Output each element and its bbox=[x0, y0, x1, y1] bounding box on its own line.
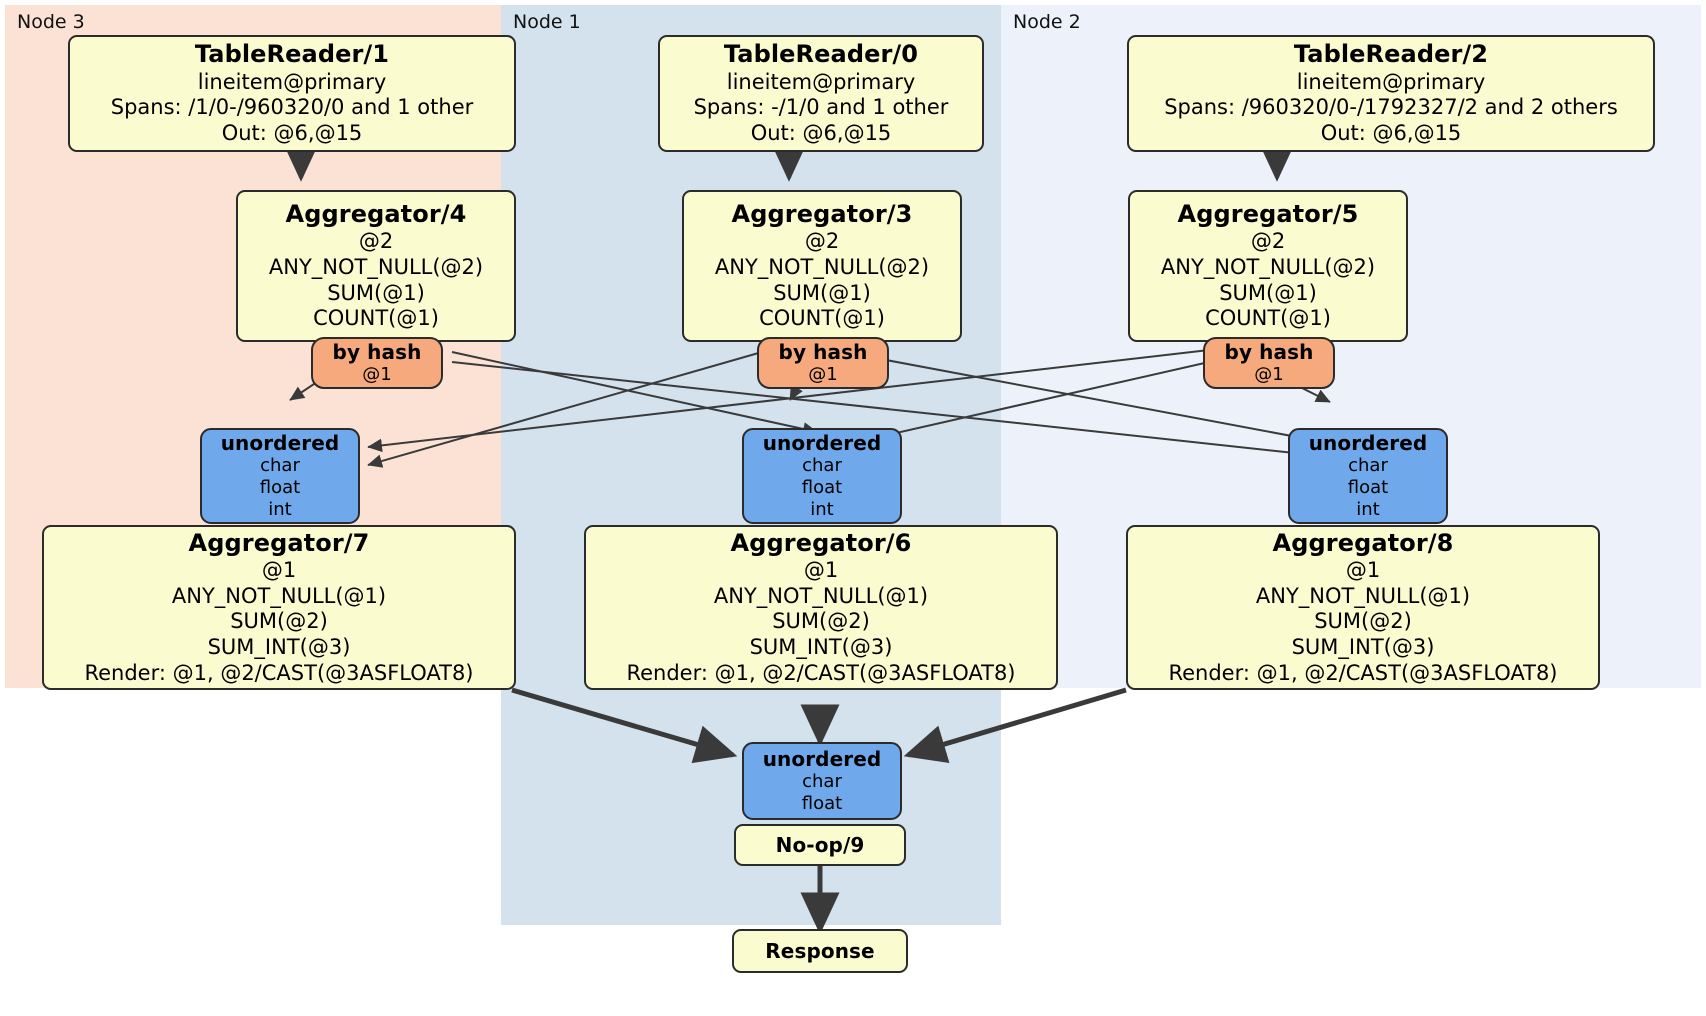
table-reader-1-line-1: Spans: /1/0-/960320/0 and 1 other bbox=[110, 95, 474, 120]
aggregator-7-line-1: ANY_NOT_NULL(@1) bbox=[171, 583, 387, 608]
aggregator-4-title: Aggregator/4 bbox=[285, 200, 467, 229]
router-by-hash-node-2-line-0: @1 bbox=[1254, 364, 1284, 386]
synchronizer-unordered-node-1-line-1: float bbox=[801, 477, 843, 499]
table-reader-0-line-1: Spans: -/1/0 and 1 other bbox=[693, 95, 949, 120]
table-reader-1-title: TableReader/1 bbox=[194, 40, 390, 69]
aggregator-7-line-0: @1 bbox=[261, 558, 297, 583]
aggregator-4-line-3: COUNT(@1) bbox=[313, 306, 439, 331]
table-reader-1-line-0: lineitem@primary bbox=[197, 69, 387, 94]
aggregator-3-title: Aggregator/3 bbox=[731, 200, 913, 229]
synchronizer-unordered-node-2[interactable]: unordered char float int bbox=[1288, 428, 1448, 524]
table-reader-0-line-2: Out: @6,@15 bbox=[750, 120, 892, 145]
node-2-label: Node 2 bbox=[1013, 11, 1081, 33]
aggregator-6-line-2: SUM(@2) bbox=[772, 609, 870, 634]
aggregator-6-line-3: SUM_INT(@3) bbox=[749, 634, 893, 659]
noop-9-title: No-op/9 bbox=[775, 832, 865, 857]
synchronizer-unordered-node-2-line-1: float bbox=[1347, 477, 1389, 499]
aggregator-6-title: Aggregator/6 bbox=[730, 528, 912, 557]
aggregator-7-line-3: SUM_INT(@3) bbox=[207, 634, 351, 659]
router-by-hash-node-3[interactable]: by hash @1 bbox=[311, 337, 443, 389]
final-synchronizer-title: unordered bbox=[762, 746, 882, 771]
aggregator-5-line-1: ANY_NOT_NULL(@2) bbox=[1160, 255, 1376, 280]
aggregator-7-box[interactable]: Aggregator/7 @1 ANY_NOT_NULL(@1) SUM(@2)… bbox=[42, 525, 516, 690]
aggregator-8-line-0: @1 bbox=[1345, 558, 1381, 583]
router-by-hash-node-3-title: by hash bbox=[332, 339, 422, 364]
router-by-hash-node-1[interactable]: by hash @1 bbox=[757, 337, 889, 389]
aggregator-4-line-2: SUM(@1) bbox=[327, 280, 425, 305]
noop-9-box[interactable]: No-op/9 bbox=[734, 824, 906, 866]
final-synchronizer-unordered[interactable]: unordered char float bbox=[742, 742, 902, 820]
router-by-hash-node-2-title: by hash bbox=[1224, 339, 1314, 364]
aggregator-4-box[interactable]: Aggregator/4 @2 ANY_NOT_NULL(@2) SUM(@1)… bbox=[236, 190, 516, 342]
aggregator-5-box[interactable]: Aggregator/5 @2 ANY_NOT_NULL(@2) SUM(@1)… bbox=[1128, 190, 1408, 342]
aggregator-6-line-1: ANY_NOT_NULL(@1) bbox=[713, 583, 929, 608]
table-reader-0-box[interactable]: TableReader/0 lineitem@primary Spans: -/… bbox=[658, 35, 984, 152]
aggregator-8-line-4: Render: @1, @2/CAST(@3ASFLOAT8) bbox=[1168, 660, 1558, 685]
synchronizer-unordered-node-3-line-2: int bbox=[268, 499, 292, 521]
aggregator-3-line-0: @2 bbox=[804, 229, 840, 254]
synchronizer-unordered-node-1-line-0: char bbox=[802, 455, 842, 477]
aggregator-3-line-2: SUM(@1) bbox=[773, 280, 871, 305]
table-reader-1-line-2: Out: @6,@15 bbox=[221, 120, 363, 145]
synchronizer-unordered-node-1[interactable]: unordered char float int bbox=[742, 428, 902, 524]
aggregator-3-box[interactable]: Aggregator/3 @2 ANY_NOT_NULL(@2) SUM(@1)… bbox=[682, 190, 962, 342]
aggregator-7-line-4: Render: @1, @2/CAST(@3ASFLOAT8) bbox=[84, 660, 474, 685]
node-1-label: Node 1 bbox=[513, 11, 581, 33]
synchronizer-unordered-node-2-line-2: int bbox=[1356, 499, 1380, 521]
router-by-hash-node-2[interactable]: by hash @1 bbox=[1203, 337, 1335, 389]
synchronizer-unordered-node-1-title: unordered bbox=[762, 430, 882, 455]
aggregator-8-line-2: SUM(@2) bbox=[1314, 609, 1412, 634]
aggregator-5-line-0: @2 bbox=[1250, 229, 1286, 254]
synchronizer-unordered-node-3-line-0: char bbox=[260, 455, 300, 477]
aggregator-5-title: Aggregator/5 bbox=[1177, 200, 1359, 229]
table-reader-1-box[interactable]: TableReader/1 lineitem@primary Spans: /1… bbox=[68, 35, 516, 152]
table-reader-2-line-1: Spans: /960320/0-/1792327/2 and 2 others bbox=[1164, 95, 1618, 120]
table-reader-2-title: TableReader/2 bbox=[1293, 40, 1489, 69]
table-reader-2-line-0: lineitem@primary bbox=[1296, 69, 1486, 94]
final-synchronizer-line-0: char bbox=[802, 771, 842, 793]
node-3-label: Node 3 bbox=[17, 11, 85, 33]
aggregator-6-box[interactable]: Aggregator/6 @1 ANY_NOT_NULL(@1) SUM(@2)… bbox=[584, 525, 1058, 690]
aggregator-8-box[interactable]: Aggregator/8 @1 ANY_NOT_NULL(@1) SUM(@2)… bbox=[1126, 525, 1600, 690]
aggregator-6-line-0: @1 bbox=[803, 558, 839, 583]
router-by-hash-node-1-title: by hash bbox=[778, 339, 868, 364]
aggregator-7-line-2: SUM(@2) bbox=[230, 609, 328, 634]
router-by-hash-node-1-line-0: @1 bbox=[808, 364, 838, 386]
table-reader-2-box[interactable]: TableReader/2 lineitem@primary Spans: /9… bbox=[1127, 35, 1655, 152]
aggregator-4-line-0: @2 bbox=[358, 229, 394, 254]
synchronizer-unordered-node-2-title: unordered bbox=[1308, 430, 1428, 455]
synchronizer-unordered-node-3-line-1: float bbox=[259, 477, 301, 499]
aggregator-4-line-1: ANY_NOT_NULL(@2) bbox=[268, 255, 484, 280]
table-reader-0-title: TableReader/0 bbox=[723, 40, 919, 69]
response-box[interactable]: Response bbox=[732, 929, 908, 973]
table-reader-0-line-0: lineitem@primary bbox=[726, 69, 916, 94]
aggregator-8-title: Aggregator/8 bbox=[1272, 528, 1454, 557]
aggregator-3-line-1: ANY_NOT_NULL(@2) bbox=[714, 255, 930, 280]
synchronizer-unordered-node-2-line-0: char bbox=[1348, 455, 1388, 477]
synchronizer-unordered-node-1-line-2: int bbox=[810, 499, 834, 521]
aggregator-6-line-4: Render: @1, @2/CAST(@3ASFLOAT8) bbox=[626, 660, 1016, 685]
aggregator-5-line-2: SUM(@1) bbox=[1219, 280, 1317, 305]
table-reader-2-line-2: Out: @6,@15 bbox=[1320, 120, 1462, 145]
synchronizer-unordered-node-3-title: unordered bbox=[220, 430, 340, 455]
final-synchronizer-line-1: float bbox=[801, 793, 843, 815]
synchronizer-unordered-node-3[interactable]: unordered char float int bbox=[200, 428, 360, 524]
router-by-hash-node-3-line-0: @1 bbox=[362, 364, 392, 386]
aggregator-8-line-3: SUM_INT(@3) bbox=[1291, 634, 1435, 659]
aggregator-7-title: Aggregator/7 bbox=[188, 528, 370, 557]
response-title: Response bbox=[765, 938, 875, 963]
aggregator-8-line-1: ANY_NOT_NULL(@1) bbox=[1255, 583, 1471, 608]
aggregator-3-line-3: COUNT(@1) bbox=[759, 306, 885, 331]
aggregator-5-line-3: COUNT(@1) bbox=[1205, 306, 1331, 331]
